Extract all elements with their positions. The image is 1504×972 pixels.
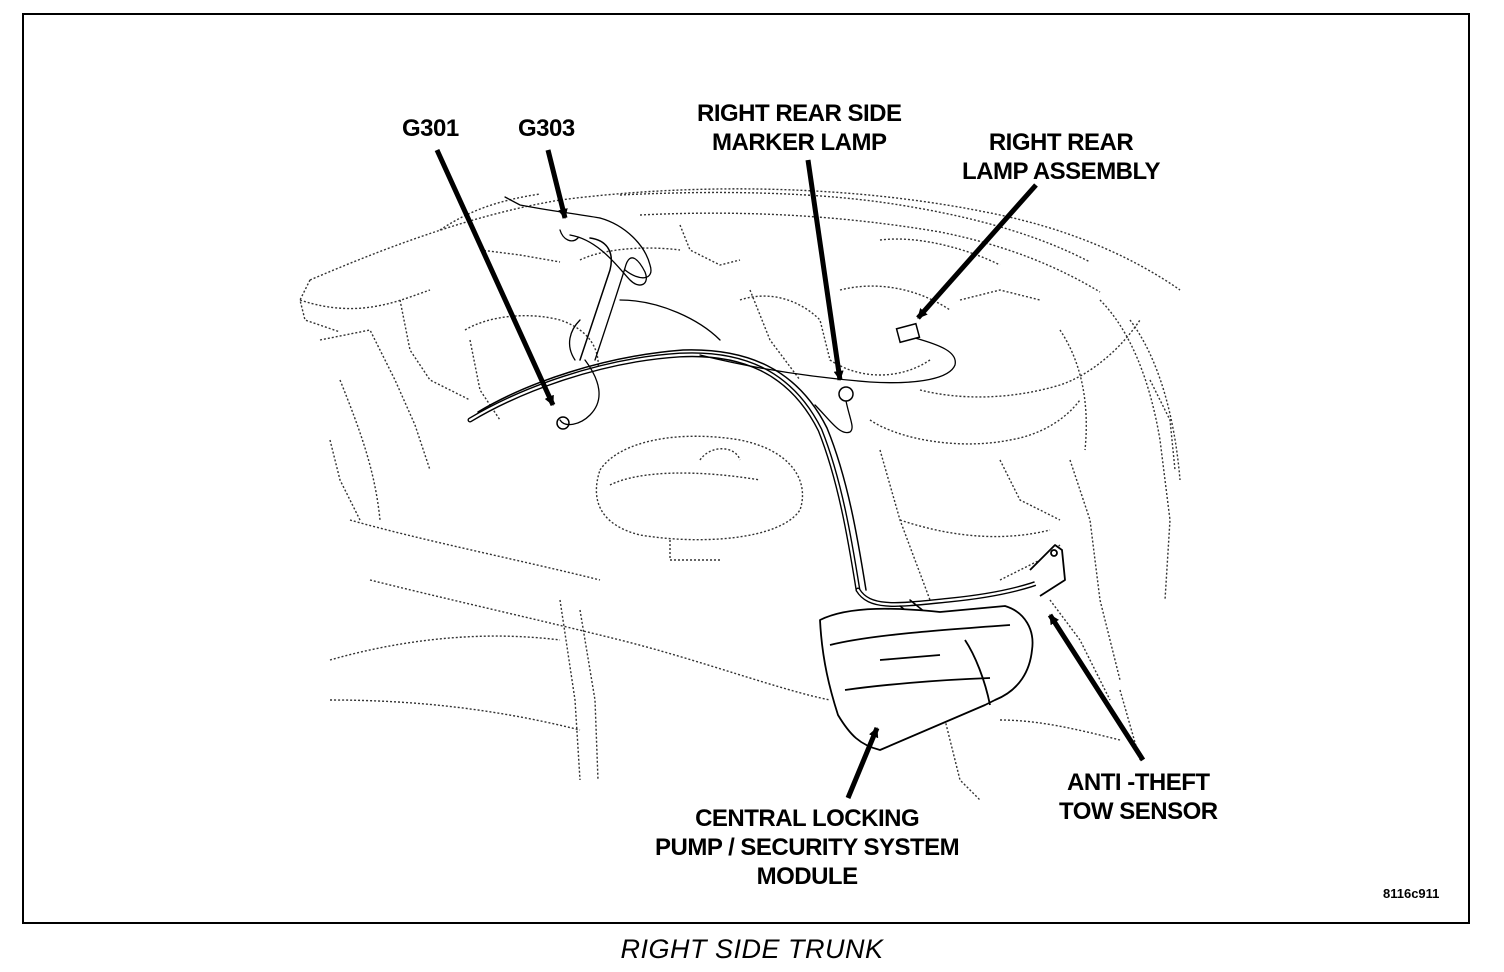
g303-leader xyxy=(545,149,568,219)
security-module-label-line2: PUMP / SECURITY SYSTEM xyxy=(655,834,960,861)
lamp-assembly-label: RIGHT REAR LAMP ASSEMBLY xyxy=(962,128,1160,186)
security-module xyxy=(819,544,1066,751)
tow-sensor-label: ANTI -THEFT TOW SENSOR xyxy=(1059,768,1218,826)
tow-sensor-label-line1: ANTI -THEFT xyxy=(1067,769,1210,796)
lamp-assembly-leader xyxy=(916,183,1038,320)
figure-caption: RIGHT SIDE TRUNK xyxy=(620,934,884,964)
g301-label: G301 xyxy=(402,114,459,143)
security-module-label: CENTRAL LOCKING PUMP / SECURITY SYSTEM M… xyxy=(655,804,960,891)
side-marker-label: RIGHT REAR SIDE MARKER LAMP xyxy=(697,99,902,157)
side-marker-label-line2: MARKER LAMP xyxy=(712,129,887,156)
lamp-assembly-label-line2: LAMP ASSEMBLY xyxy=(962,158,1160,185)
g301-label-text: G301 xyxy=(402,115,459,142)
g303-label-text: G303 xyxy=(518,115,575,142)
trunk-body-outline xyxy=(299,188,1181,801)
leader-arrows xyxy=(434,148,1146,799)
security-module-label-line3: MODULE xyxy=(756,863,859,890)
side-marker-leader xyxy=(805,159,844,381)
side-marker-label-line1: RIGHT REAR SIDE xyxy=(697,100,902,127)
lamp-assembly-label-line1: RIGHT REAR xyxy=(988,129,1134,156)
diagram-frame xyxy=(22,13,1470,924)
security-module-leader xyxy=(845,727,880,799)
tow-sensor-leader xyxy=(1047,613,1146,762)
g303-label: G303 xyxy=(518,114,575,143)
wiring-harness xyxy=(467,196,1048,666)
figure-id: 8116c911 xyxy=(1383,886,1440,901)
security-module-label-line1: CENTRAL LOCKING xyxy=(695,805,920,832)
g301-leader xyxy=(434,148,556,407)
tow-sensor-label-line2: TOW SENSOR xyxy=(1059,798,1218,825)
